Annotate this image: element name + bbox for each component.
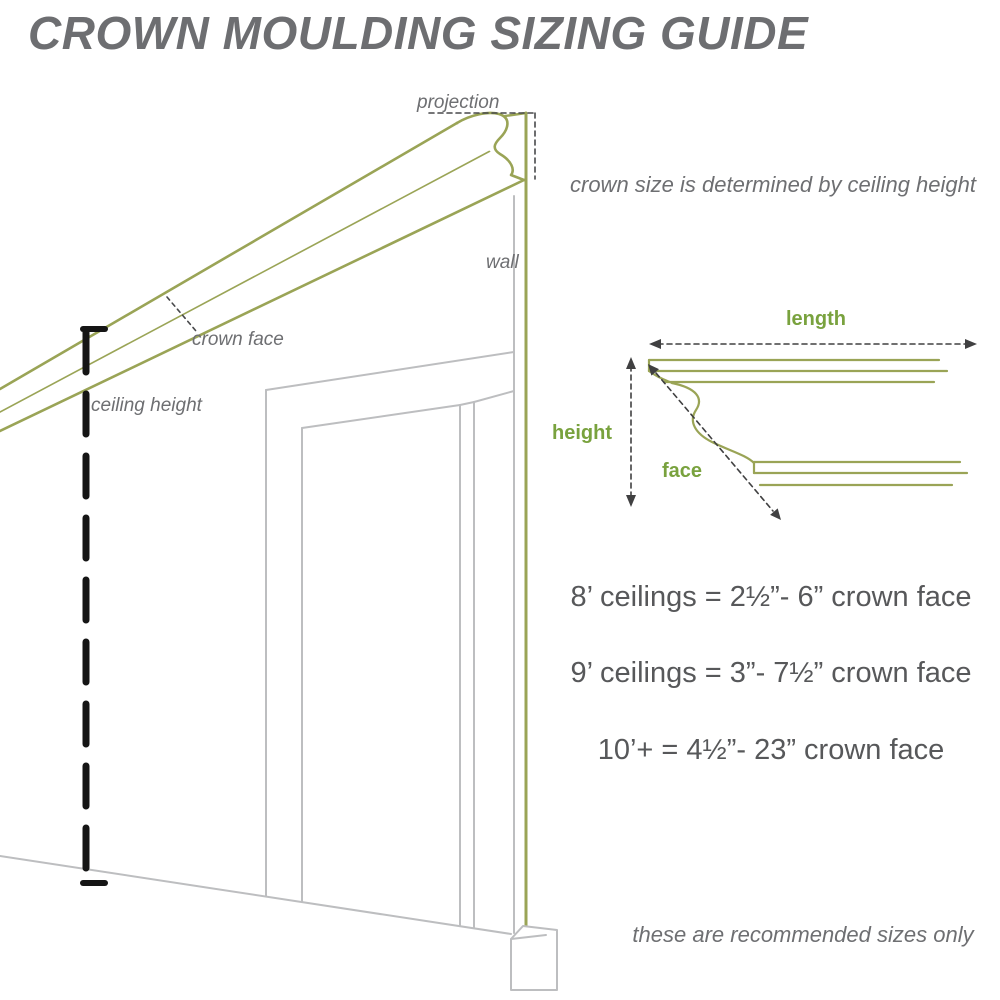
profile-ogee-curve xyxy=(670,381,756,465)
subtitle-note: crown size is determined by ceiling heig… xyxy=(570,172,976,197)
crown-profile-end-cut xyxy=(455,111,526,182)
height-dimension-line xyxy=(626,357,636,507)
sizing-rule-9ft: 9’ ceilings = 3”- 7½” crown face xyxy=(570,657,972,689)
face-arrowhead-top xyxy=(648,364,659,376)
label-face: face xyxy=(662,460,703,482)
label-wall: wall xyxy=(486,252,519,273)
label-projection: projection xyxy=(417,92,500,113)
face-dimension-line xyxy=(648,364,781,520)
door-frame xyxy=(265,351,515,929)
face-arrowhead-bottom xyxy=(770,508,781,520)
crown-band-top-line xyxy=(0,121,459,391)
floor-line xyxy=(0,855,512,935)
face-dash-line xyxy=(655,372,774,512)
door-casing-top-outer xyxy=(265,351,515,391)
label-ceiling-height: ceiling height xyxy=(91,395,202,416)
profile-moulding-lines xyxy=(647,358,969,487)
footnote-note: these are recommended sizes only xyxy=(632,922,974,947)
label-length: length xyxy=(786,308,846,330)
page-title: CROWN MOULDING SIZING GUIDE xyxy=(28,7,809,59)
perspective-room-drawing xyxy=(0,111,558,991)
baseboard-block xyxy=(510,925,558,991)
length-dimension-line xyxy=(649,339,977,349)
crown-face-pointer-line xyxy=(166,296,197,332)
height-arrowhead-top xyxy=(626,357,636,369)
crown-band-bottom-line xyxy=(0,178,526,433)
length-arrowhead-left xyxy=(649,339,661,349)
label-crown-face: crown face xyxy=(192,329,284,350)
sizing-rule-10ft: 10’+ = 4½”- 23” crown face xyxy=(597,734,945,766)
crown-band-inner-line xyxy=(0,149,493,413)
ceiling-height-dashed-line xyxy=(80,326,108,886)
baseboard-top-edge xyxy=(510,934,547,940)
length-arrowhead-right xyxy=(965,339,977,349)
door-jamb-top xyxy=(459,401,475,406)
label-height: height xyxy=(552,422,612,444)
height-arrowhead-bottom xyxy=(626,495,636,507)
crown-profile-diagram xyxy=(626,339,977,520)
sizing-rule-8ft: 8’ ceilings = 2½”- 6” crown face xyxy=(570,581,972,613)
projection-bracket xyxy=(428,112,536,180)
door-casing-right-inner xyxy=(473,390,515,403)
door-casing-top-inner xyxy=(301,404,461,429)
